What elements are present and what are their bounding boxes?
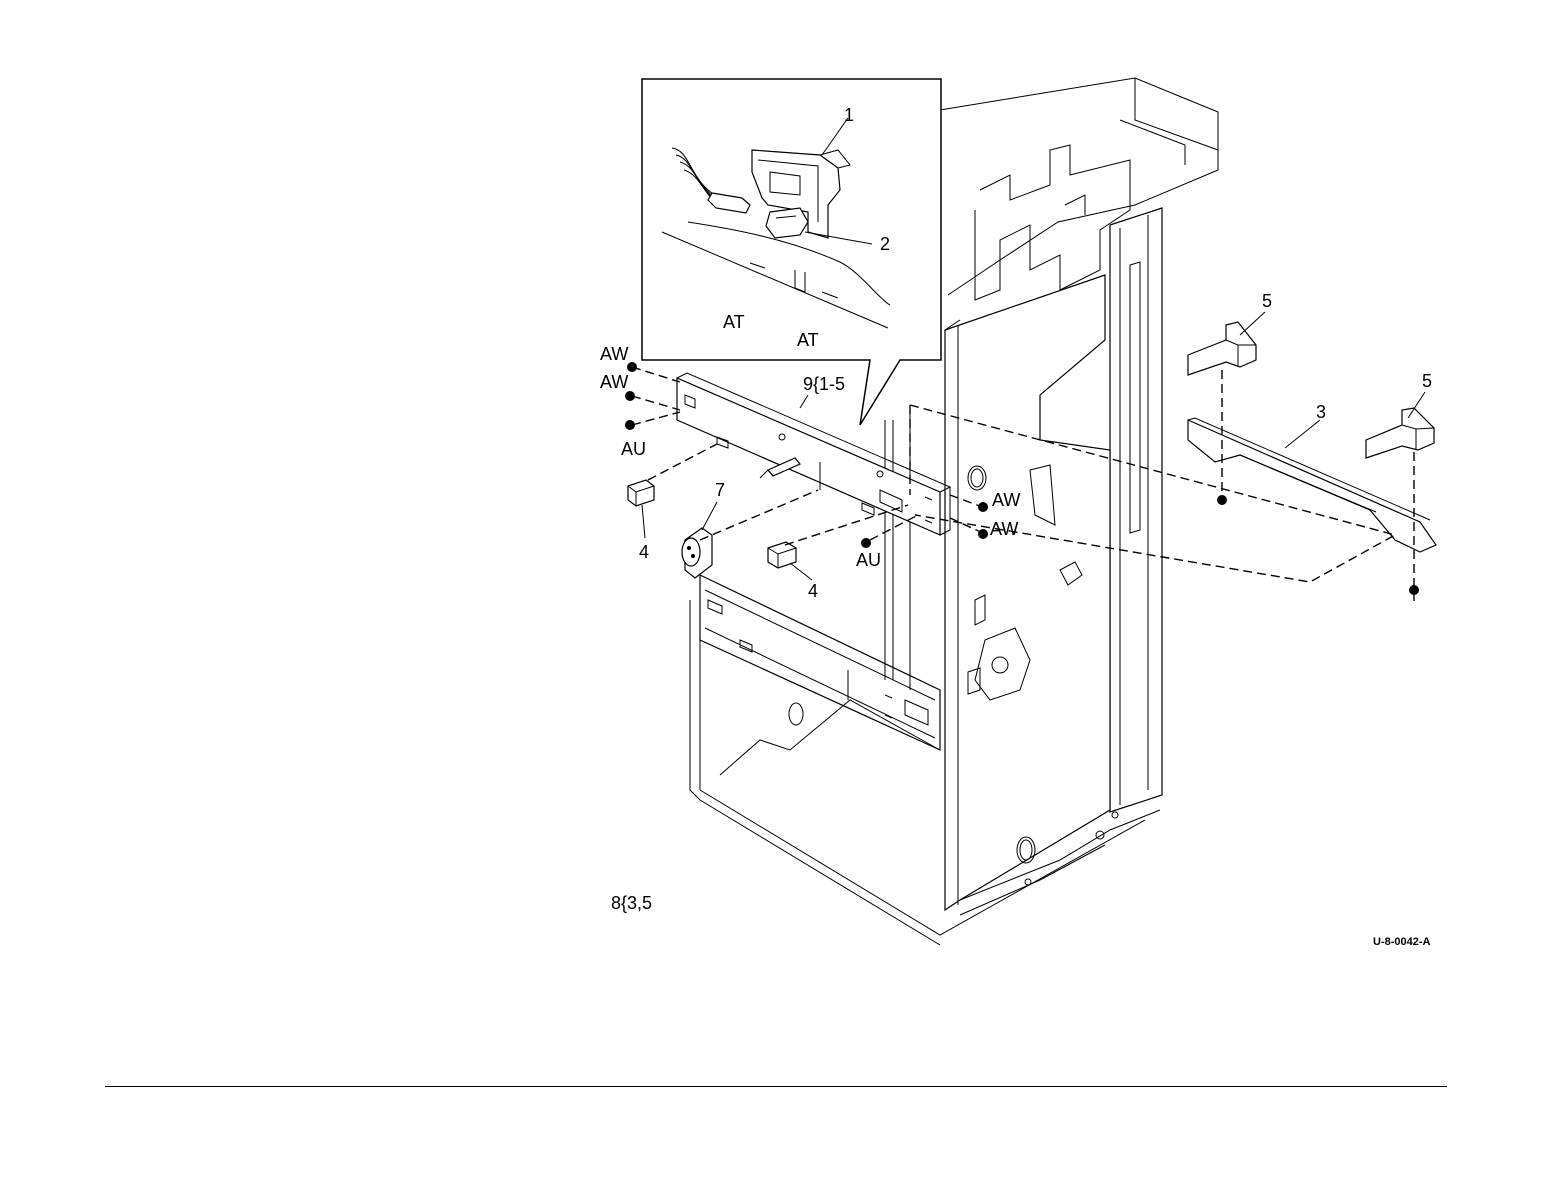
- screw-aw-1: [627, 362, 637, 372]
- label-part-4-left: 4: [639, 542, 649, 562]
- screw-aw-2: [625, 391, 635, 401]
- label-at-left: AT: [723, 312, 745, 332]
- label-at-right: AT: [797, 330, 819, 350]
- label-part-5-upper: 5: [1262, 291, 1272, 311]
- label-part-4-center: 4: [808, 581, 818, 601]
- figure-id: U-8-0042-A: [1373, 936, 1431, 948]
- label-part-2: 2: [880, 234, 890, 254]
- screw-3-left: [1217, 495, 1227, 505]
- bracket-assembly: [677, 373, 950, 535]
- label-aw-1: AW: [600, 344, 628, 364]
- part-5-guide-right: [1366, 408, 1434, 458]
- label-au-left: AU: [621, 439, 646, 459]
- part-7-connector: [682, 528, 712, 578]
- screw-au-left: [625, 420, 635, 430]
- label-part-5-right: 5: [1422, 371, 1432, 391]
- label-aw-2: AW: [600, 372, 628, 392]
- screw-aw-4: [978, 529, 988, 539]
- label-aw-4: AW: [990, 519, 1018, 539]
- label-part-7: 7: [715, 480, 725, 500]
- label-callout-9: 9{1-5: [803, 374, 845, 394]
- screw-3-right: [1409, 585, 1419, 595]
- label-part-3: 3: [1316, 402, 1326, 422]
- part-4-clip-left: [628, 480, 654, 506]
- footer-rule: [105, 1086, 1447, 1087]
- screw-aw-3: [978, 502, 988, 512]
- label-aw-3: AW: [992, 490, 1020, 510]
- label-part-1: 1: [844, 105, 854, 125]
- label-au-center: AU: [856, 550, 881, 570]
- label-callout-8: 8{3,5: [611, 893, 652, 913]
- screw-au-center: [861, 538, 871, 548]
